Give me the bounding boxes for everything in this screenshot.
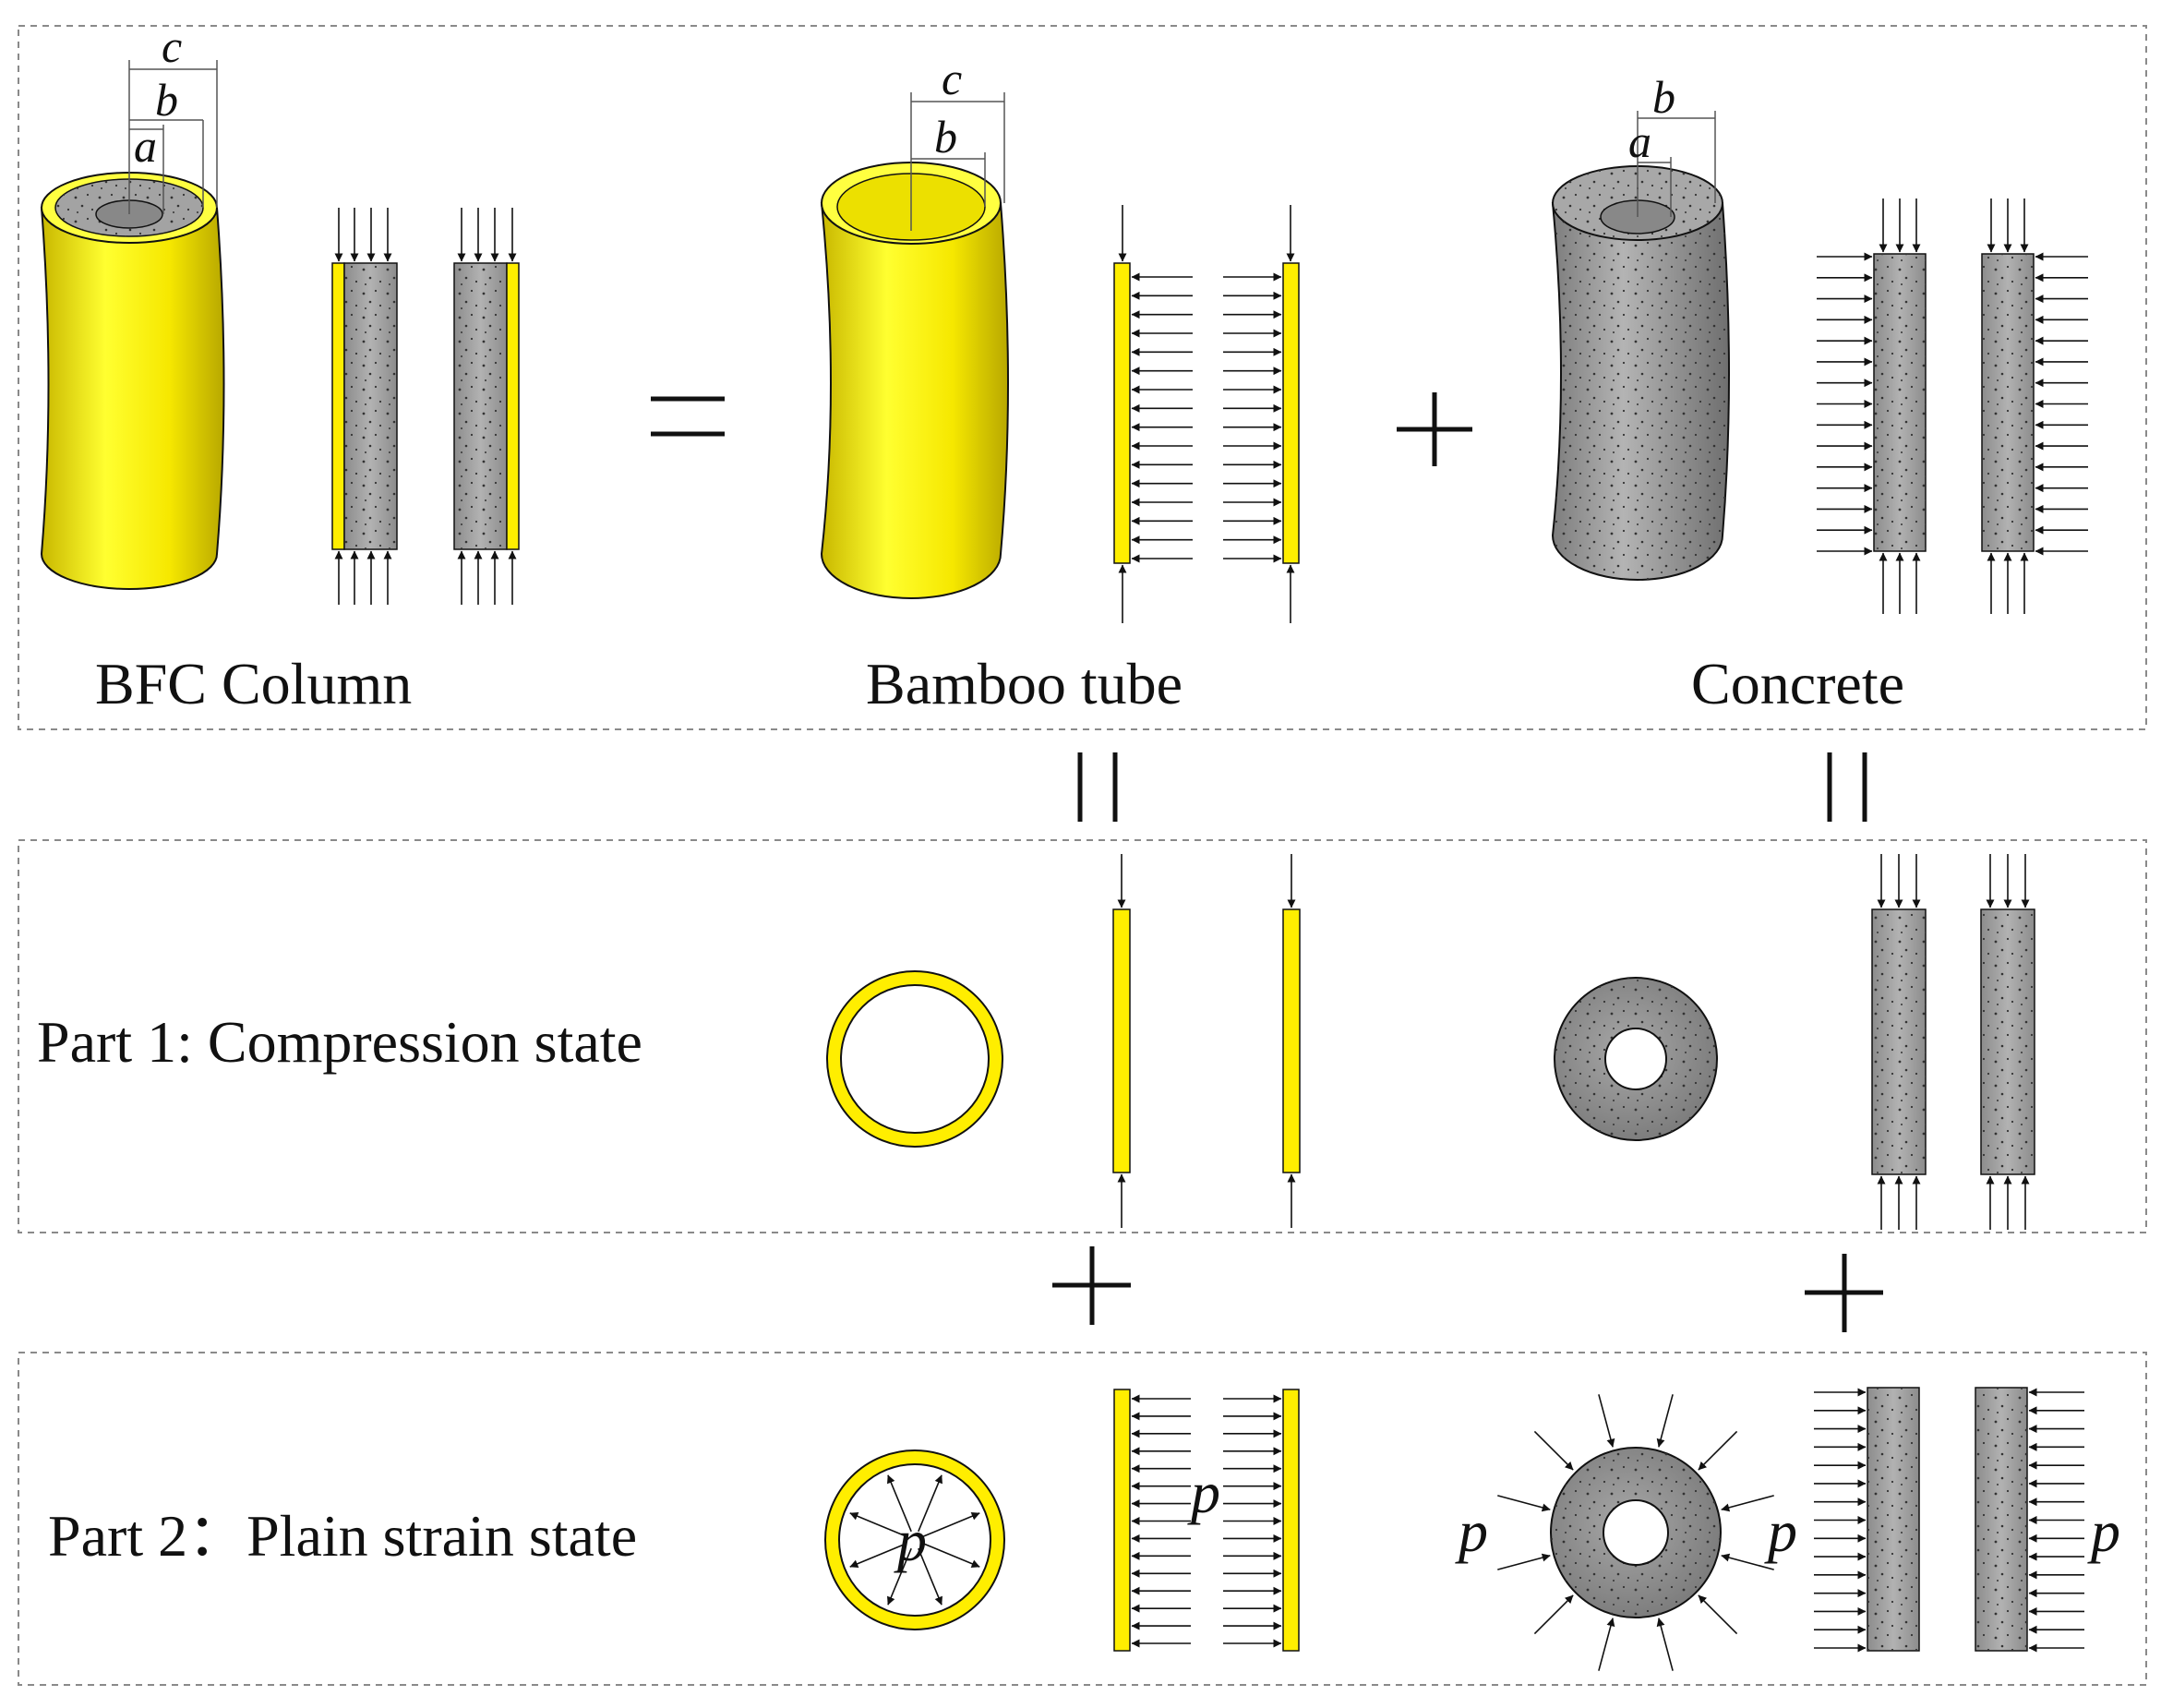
bfc-section-right [453, 262, 520, 550]
force-arrow [887, 1474, 912, 1533]
concrete-ring-part1 [1554, 977, 1718, 1141]
bamboo-strip-part1-left [1112, 908, 1131, 1173]
label-part1: Part 1: Compression state [37, 1009, 642, 1075]
dim-label-b-concrete: b [1652, 71, 1675, 123]
pressure-label-concrete-strip-left: p [1764, 1498, 1797, 1564]
concrete-strip-part1-left [1871, 908, 1927, 1175]
force-arrow [1698, 1430, 1738, 1471]
pressure-label-concrete-strip-right: p [2087, 1498, 2120, 1564]
frame-top [18, 25, 2147, 730]
plus-sign-concrete [1805, 1254, 1883, 1332]
bamboo-section-left [1113, 262, 1131, 564]
label-bfc-column: BFC Column [95, 651, 412, 716]
concrete-strip-part2-left [1867, 1387, 1920, 1652]
bamboo-ring-part1 [826, 970, 1003, 1148]
force-arrow [1698, 1594, 1738, 1635]
bfc-axial-arrows [334, 208, 517, 605]
concrete-ring-part2 [1550, 1447, 1722, 1618]
force-arrow [922, 1512, 980, 1537]
bamboo-section-right [1282, 262, 1300, 564]
pressure-label-bamboo-strip: p [1187, 1460, 1220, 1525]
concrete-core-3d: a b [1551, 71, 1730, 581]
dim-label-a-concrete: a [1628, 115, 1651, 167]
force-arrow [1656, 1394, 1674, 1448]
label-concrete: Concrete [1691, 651, 1904, 716]
force-arrow [849, 1543, 907, 1568]
force-arrow [922, 1543, 980, 1568]
frame-part2 [18, 1352, 2147, 1686]
force-arrow [849, 1512, 907, 1537]
pressure-label-bamboo-ring: p [894, 1508, 927, 1573]
bfc-section-left [331, 262, 398, 550]
part2-pressure-arrows [1131, 1388, 2084, 1653]
dim-label-c-bamboo: c [942, 53, 962, 104]
bamboo-pressure-arrows [1118, 205, 1295, 623]
dim-label-a-bfc: a [134, 120, 157, 172]
concrete-pressure-arrows [1817, 198, 2088, 614]
section-frames [18, 25, 2147, 1686]
force-arrow [1598, 1618, 1615, 1671]
force-arrow [1721, 1495, 1774, 1512]
label-bamboo-tube: Bamboo tube [866, 651, 1183, 716]
force-arrow [1497, 1553, 1551, 1570]
concrete-strip-part1-right [1980, 908, 2035, 1175]
bamboo-strip-part1-right [1282, 908, 1301, 1173]
parallel-marks [1077, 752, 1867, 822]
force-arrow [1497, 1495, 1551, 1512]
equals-sign [651, 396, 725, 437]
dim-label-c-bfc: c [162, 20, 182, 72]
force-arrow [1533, 1594, 1574, 1635]
concrete-ring-external-pressure-arrows [1497, 1394, 1774, 1671]
force-arrow [918, 1474, 942, 1533]
label-part2: Part 2：Plain strain state [48, 1503, 637, 1569]
concrete-strip-part2-right [1975, 1387, 2028, 1652]
force-arrow [887, 1547, 912, 1606]
bamboo-ring-internal-pressure-arrows [849, 1474, 980, 1606]
force-arrow [1656, 1618, 1674, 1671]
force-arrow [1533, 1430, 1574, 1471]
plus-sign-top [1397, 392, 1472, 466]
bamboo-strip-part2-right [1282, 1389, 1300, 1652]
force-arrow [1721, 1553, 1774, 1570]
force-arrow [918, 1547, 942, 1606]
dim-label-b-bfc: b [155, 74, 178, 126]
part1-axial-arrows [1117, 854, 2030, 1230]
bamboo-strip-part2-left [1113, 1389, 1131, 1652]
bamboo-ring-part2 [824, 1449, 1005, 1630]
bfc-column-3d: a b c [40, 20, 225, 590]
force-arrow [1598, 1394, 1615, 1448]
dim-label-b-bamboo: b [934, 111, 957, 162]
concrete-section-right [1981, 253, 2035, 552]
bamboo-tube-3d: b c [820, 53, 1009, 599]
pressure-label-concrete-ring: p [1455, 1498, 1488, 1564]
plus-sign-bamboo [1052, 1246, 1131, 1325]
concrete-section-left [1873, 253, 1927, 552]
